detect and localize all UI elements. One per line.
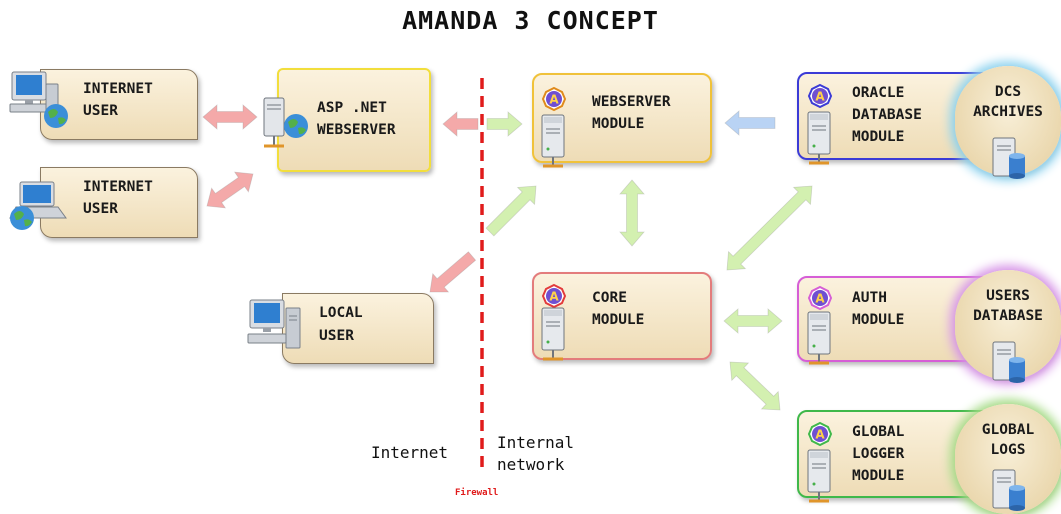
server-icon (806, 310, 832, 365)
zone-internal-label-line2: network (497, 455, 565, 474)
asp-webserver-label-line1: ASP .NET (317, 100, 387, 116)
internet-user-2-label-line2: USER (83, 201, 118, 217)
database-server-icon (992, 341, 1026, 384)
arrow-oracle-to-webserver (724, 110, 776, 136)
server-globe-icon (258, 96, 312, 156)
arrow-core-to-webserver (485, 185, 537, 237)
zone-internet-label: Internet (371, 443, 449, 462)
oracle-module-label-line1: ORACLE (852, 85, 905, 101)
diagram-title: AMANDA 3 CONCEPT (402, 6, 659, 35)
amanda-logo-icon (542, 87, 566, 111)
amanda-logo-icon (808, 422, 832, 446)
internet-user-1-label-line1: INTERNET (83, 81, 153, 97)
internet-user-box-2: INTERNET USER (40, 167, 198, 238)
users-database-label-line2: DATABASE (973, 308, 1043, 324)
core-module-label-line2: MODULE (592, 312, 645, 328)
dcs-archives-database: DCS ARCHIVES (955, 66, 1061, 176)
zone-internal-label-line1: Internal (497, 433, 575, 452)
oracle-module-label-line2: DATABASE (852, 107, 922, 123)
global-logs-label-line1: GLOBAL (981, 422, 1035, 438)
dcs-archives-label: DCS ARCHIVES (955, 82, 1061, 122)
firewall-label: Firewall (455, 488, 499, 498)
arrow-internet-user-2-to-asp (206, 171, 254, 209)
internet-user-2-label-line1: INTERNET (83, 179, 153, 195)
auth-module-label-line2: MODULE (852, 312, 905, 328)
amanda-logo-icon (542, 284, 566, 308)
server-icon (540, 306, 566, 361)
arrow-internet-user-1-to-asp (202, 104, 258, 130)
database-server-icon (992, 137, 1026, 180)
logger-module-label-line3: MODULE (852, 468, 905, 484)
arrow-webserver-to-asp (442, 111, 479, 137)
arrow-firewall-to-webserver (486, 111, 523, 137)
users-database-label: USERS DATABASE (955, 286, 1061, 326)
auth-module-label-line1: AUTH (852, 290, 887, 306)
dcs-archives-label-line1: DCS (994, 84, 1022, 100)
arrow-core-auth (723, 308, 783, 334)
desktop-computer-globe-icon (6, 70, 74, 138)
arrow-webserver-core (619, 179, 645, 247)
internet-user-box-1: INTERNET USER (40, 69, 198, 140)
local-user-label-line2: USER (319, 328, 354, 344)
arrow-to-local-user (429, 251, 477, 293)
core-module-label-line1: CORE (592, 290, 627, 306)
dcs-archives-label-line2: ARCHIVES (973, 104, 1043, 120)
asp-webserver-label-line2: WEBSERVER (317, 122, 396, 138)
webserver-module-label-line2: MODULE (592, 116, 645, 132)
server-icon (540, 113, 566, 168)
global-logs-label-line2: LOGS (990, 442, 1026, 458)
webserver-module-label-line1: WEBSERVER (592, 94, 671, 110)
amanda-logo-icon (808, 84, 832, 108)
arrow-core-logger (729, 361, 781, 411)
desktop-computer-icon (246, 298, 306, 364)
logger-module-label-line2: LOGGER (852, 446, 905, 462)
internet-user-1-label-line2: USER (83, 103, 118, 119)
server-icon (806, 448, 832, 503)
amanda-logo-icon (808, 286, 832, 310)
logger-module-label-line1: GLOBAL (852, 424, 905, 440)
local-user-label-line1: LOCAL (319, 305, 363, 321)
users-database-label-line1: USERS (986, 288, 1030, 304)
global-logs-label: GLOBAL LOGS (955, 420, 1061, 460)
database-server-icon (992, 469, 1026, 512)
arrow-core-oracle (726, 185, 813, 271)
local-user-box: LOCAL USER (282, 293, 434, 364)
laptop-globe-icon (6, 180, 74, 240)
server-icon (806, 110, 832, 165)
oracle-module-label-line3: MODULE (852, 129, 905, 145)
